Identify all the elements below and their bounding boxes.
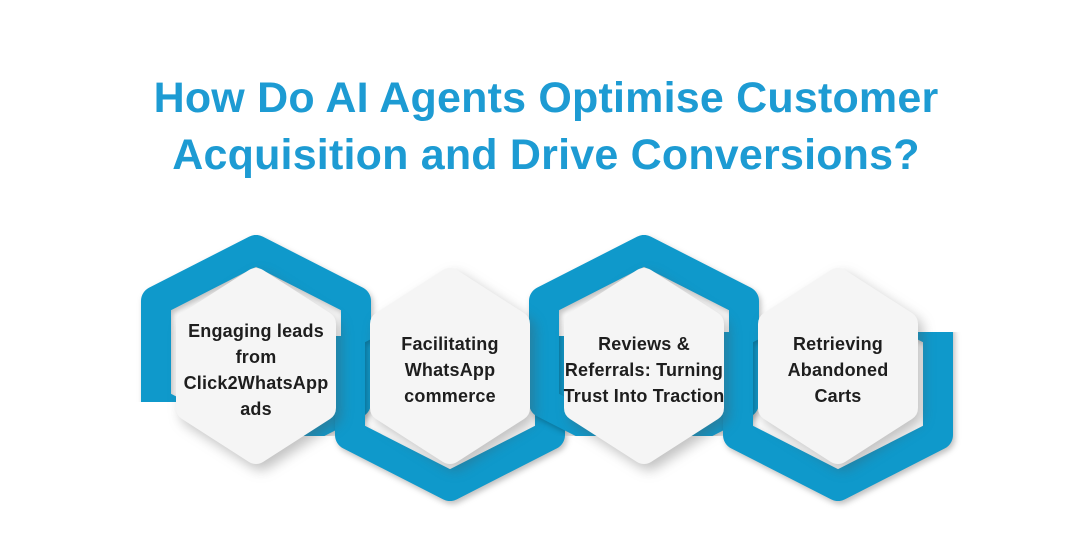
- hexagon-card-3: [564, 268, 724, 464]
- hexagon-label-whatsapp-commerce: Facilitating WhatsApp commerce: [353, 302, 547, 438]
- hexagon-label-line: Reviews &: [598, 334, 690, 354]
- page-title-line-1: How Do AI Agents Optimise Customer: [153, 74, 939, 122]
- hexagon-label-engaging-leads: Engaging leads from Click2WhatsApp ads: [159, 302, 353, 438]
- ribbon-hexagon-outline-1: [141, 235, 371, 436]
- hexagon-label-line: Abandoned: [787, 360, 889, 380]
- hexagon-card-1: [176, 268, 336, 464]
- hexagon-label-line: ads: [240, 399, 272, 419]
- hexagon-label-line: WhatsApp: [404, 360, 496, 380]
- hexagon-label-line: Carts: [814, 386, 862, 406]
- hexagon-label-reviews-referrals: Reviews & Referrals: Turning Trust Into …: [547, 302, 741, 438]
- ribbon-hexagon-outline-4: [723, 332, 953, 501]
- hexagon-card-4: [758, 268, 918, 464]
- hexagon-label-abandoned-carts: Retrieving Abandoned Carts: [741, 302, 935, 438]
- hexagon-label-line: Referrals: Turning: [564, 360, 724, 380]
- ribbon-hexagon-outline-2: [335, 336, 565, 501]
- hexagon-label-line: commerce: [404, 386, 496, 406]
- hexagon-label-line: Engaging leads: [188, 321, 324, 341]
- hexagon-card-2: [370, 268, 530, 464]
- hexagon-label-line: Trust Into Traction: [563, 386, 725, 406]
- page-title: How Do AI Agents Optimise Customer Acqui…: [0, 70, 1092, 184]
- ribbon-hexagon-outline-3: [529, 235, 759, 436]
- hexagon-label-line: from: [235, 347, 277, 367]
- hexagon-label-line: Click2WhatsApp: [183, 373, 329, 393]
- hexagon-label-line: Facilitating: [401, 334, 499, 354]
- hexagon-label-line: Retrieving: [792, 334, 884, 354]
- page-title-line-2: Acquisition and Drive Conversions?: [172, 131, 920, 179]
